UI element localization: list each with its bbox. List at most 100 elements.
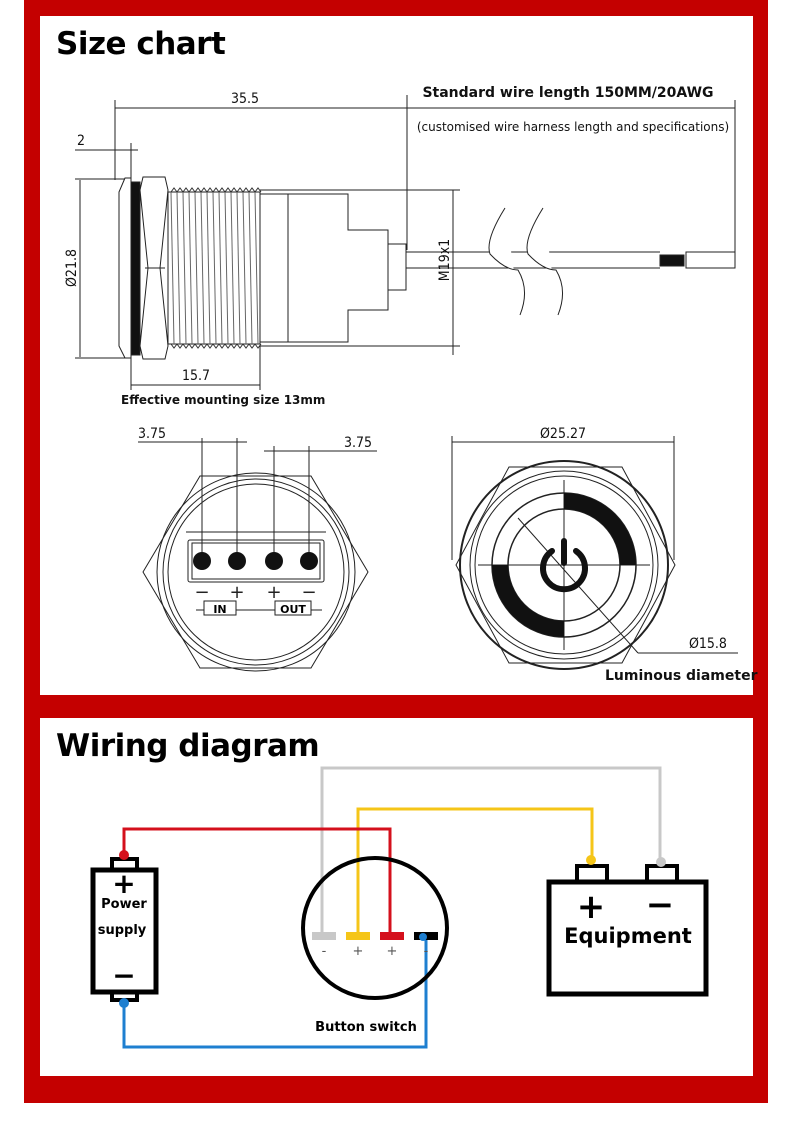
label-in: IN	[213, 603, 226, 616]
dim-thread-spec: M19x1	[437, 239, 453, 281]
pin	[300, 552, 318, 570]
thread-tooth	[194, 343, 202, 349]
dim-luminous-diameter: Ø15.8	[689, 636, 727, 652]
thread-line	[170, 191, 175, 345]
outer-ring	[459, 460, 669, 670]
rear-housing-step	[288, 193, 389, 343]
wiring-panel: Wiring diagram	[40, 718, 753, 1076]
luminous-arc-top-right	[564, 493, 636, 565]
thread-tooth	[218, 187, 226, 193]
pin	[265, 552, 283, 570]
thread-line	[182, 191, 187, 345]
thread-line	[254, 191, 259, 345]
thread-tooth	[254, 187, 262, 193]
dim-outer-diameter: Ø25.27	[540, 426, 586, 442]
size-chart-drawing: 35.5 2 Ø21.8 M19x1 15.7 Effective mounti…	[64, 85, 758, 684]
bezel-outline	[118, 177, 132, 359]
pin-sign: +	[266, 582, 281, 603]
wire-end	[685, 251, 736, 269]
thread-tooth	[200, 187, 208, 193]
thread-tooth	[176, 187, 184, 193]
rear-housing	[259, 193, 289, 343]
thread-line	[230, 191, 235, 345]
thread-line	[212, 191, 217, 345]
thread-tooth	[230, 343, 238, 349]
mounting-note: Effective mounting size 13mm	[121, 393, 325, 407]
hex-nut	[139, 176, 169, 360]
luminous-arc-bottom-left	[492, 565, 564, 637]
hex-outline	[142, 475, 369, 669]
wire-gland	[387, 243, 407, 291]
thread-line	[236, 191, 241, 345]
rear-pins: −++−	[193, 552, 318, 603]
thread-tooth	[212, 343, 220, 349]
pin	[193, 552, 211, 570]
thread-tooth	[242, 343, 250, 349]
thread-tooth	[170, 343, 178, 349]
thread-line	[242, 191, 247, 345]
wire-note: Standard wire length 150MM/20AWG	[422, 85, 713, 101]
thread-line	[176, 191, 181, 345]
dim-pin-pitch-right: 3.75	[344, 435, 372, 451]
thread-line	[194, 191, 199, 345]
power-icon	[540, 538, 588, 593]
thread-line	[200, 191, 205, 345]
outer-ring	[156, 472, 356, 672]
thread-tooth	[224, 343, 232, 349]
inner-ring	[162, 478, 350, 666]
threads	[170, 187, 262, 349]
dim-thread-length: 15.7	[182, 368, 210, 384]
in-label-box	[203, 600, 237, 616]
connector-inner	[191, 542, 321, 580]
thread-tooth	[182, 343, 190, 349]
label-out: OUT	[280, 603, 306, 616]
thread-tooth	[206, 343, 214, 349]
thread-tooth	[218, 343, 226, 349]
thread-line	[218, 191, 223, 345]
thread-tooth	[224, 187, 232, 193]
luminous-arcs	[492, 493, 636, 637]
thread-tooth	[182, 187, 190, 193]
ring	[474, 475, 654, 655]
thread-tooth	[206, 187, 214, 193]
o-ring	[130, 181, 141, 356]
dim-pin-pitch-left: 3.75	[138, 426, 166, 442]
thread-tooth	[248, 187, 256, 193]
dim-head-diameter: Ø21.8	[64, 249, 80, 287]
thread-tooth	[254, 343, 262, 349]
rear-view	[138, 438, 377, 672]
wire-subnote: (customised wire harness length and spec…	[417, 120, 729, 134]
thread-tooth	[212, 187, 220, 193]
thread-tooth	[248, 343, 256, 349]
thread-tooth	[188, 343, 196, 349]
thread-tooth	[236, 343, 244, 349]
thread-tooth	[242, 187, 250, 193]
ring	[469, 470, 659, 660]
pin-sign: −	[194, 582, 209, 603]
break-mark	[526, 207, 563, 316]
pin-sign: −	[301, 582, 316, 603]
side-view	[75, 95, 736, 390]
pin	[228, 552, 246, 570]
thread-tooth	[230, 187, 238, 193]
out-label-box	[274, 600, 312, 616]
size-chart-title: Size chart	[56, 26, 226, 62]
break-mark	[488, 207, 525, 316]
connector-block	[187, 539, 325, 583]
thread-line	[248, 191, 253, 345]
thread-tooth	[236, 187, 244, 193]
inner-ring	[167, 483, 345, 661]
rear-labels: IN OUT	[203, 600, 312, 616]
dim-overall-length: 35.5	[231, 91, 259, 107]
thread-tooth	[200, 343, 208, 349]
thread-tooth	[188, 187, 196, 193]
thread-line	[188, 191, 193, 345]
thread-tooth	[176, 343, 184, 349]
front-view	[451, 436, 738, 670]
thread-tooth	[194, 187, 202, 193]
pin-sign: +	[229, 582, 244, 603]
thread-tooth	[170, 187, 178, 193]
hex-outline	[455, 466, 676, 664]
wiring-title: Wiring diagram	[56, 728, 320, 764]
wire-sleeve	[659, 254, 685, 267]
